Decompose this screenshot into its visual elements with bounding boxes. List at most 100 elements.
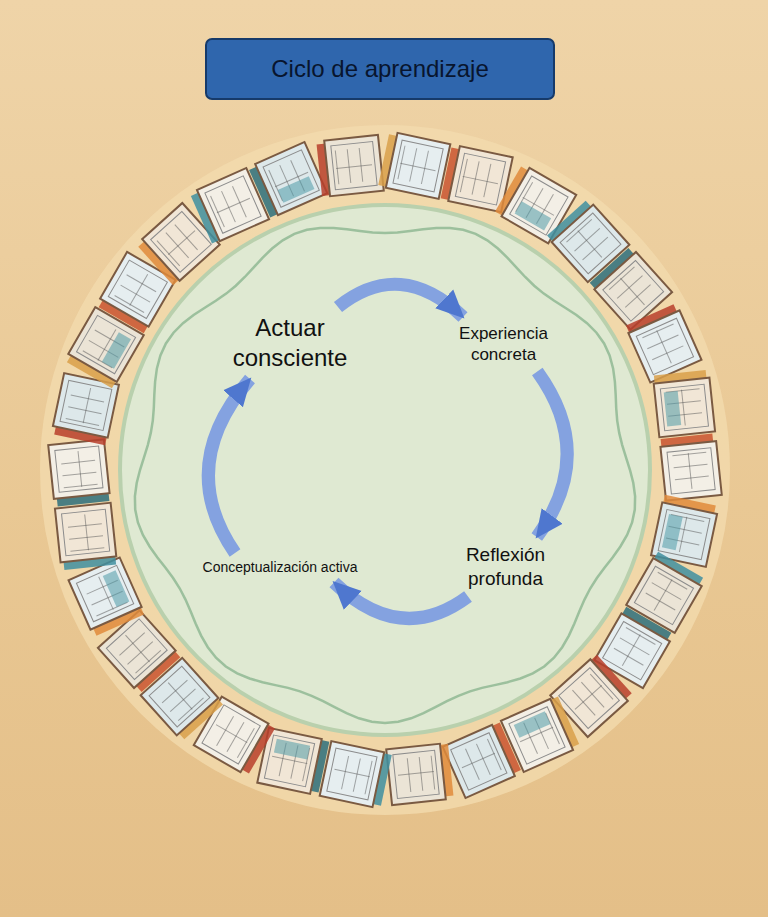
frame-inner [76, 565, 133, 621]
frame-border [69, 558, 142, 630]
frame-color-patch [515, 201, 551, 230]
picture-frame [386, 743, 454, 805]
sketch-line [365, 761, 372, 794]
frame-color-patch [662, 514, 683, 550]
sketch-line [460, 159, 467, 192]
sketch-line [398, 772, 434, 776]
sketch-line [69, 536, 103, 540]
sketch-line [115, 296, 144, 313]
sketch-line [222, 191, 236, 222]
picture-frame [48, 439, 110, 507]
frame-inner [451, 733, 507, 790]
frame-inner [76, 315, 135, 373]
picture-frame [660, 433, 722, 501]
sketch-line [620, 278, 644, 305]
outer-band [80, 165, 690, 775]
sketch-line [63, 472, 97, 476]
sketch-line [70, 548, 104, 552]
sketch-line [125, 635, 149, 662]
frame-inner [60, 380, 112, 430]
sketch-line [476, 744, 490, 775]
frame-inner [55, 446, 103, 492]
diagram-title: Ciclo de aprendizaje [271, 55, 488, 83]
sketch-line [578, 231, 602, 258]
frame-inner [393, 140, 443, 192]
frame-inner [667, 448, 715, 494]
sketch-line [78, 451, 82, 487]
sketch-line [335, 769, 370, 776]
frame-border [443, 725, 515, 798]
frame-inner [636, 318, 693, 374]
wavy-line [135, 228, 635, 723]
frame-inner [509, 707, 565, 764]
sketch-line [463, 176, 498, 183]
sketch-line [657, 330, 672, 363]
sketch-line [462, 753, 495, 768]
sketch-line [620, 638, 649, 655]
cycle-step: Reflexión profunda [443, 537, 568, 597]
sketch-line [232, 186, 246, 217]
sketch-line [487, 739, 501, 770]
sketch-line [168, 231, 195, 255]
sketch-line [216, 725, 247, 743]
frame-border [320, 741, 384, 807]
sketch-line [64, 484, 98, 488]
sketch-line [642, 324, 673, 338]
sketch-line [83, 388, 90, 423]
cycle-arrow [537, 372, 567, 538]
frame-inner [393, 750, 439, 798]
sketch-line [646, 593, 675, 610]
inner-circle [120, 205, 650, 735]
sketch-line [688, 453, 692, 489]
frame-inner [634, 566, 693, 624]
frame-border [660, 441, 721, 501]
picture-frames [48, 131, 722, 808]
sketch-line [121, 285, 150, 302]
frame-inner [264, 735, 314, 787]
sketch-line [431, 756, 435, 790]
sketch-line [359, 148, 363, 182]
frame-inner [658, 509, 710, 559]
cycle-step: Actuar consciente [210, 307, 370, 379]
frame-inner [263, 150, 319, 207]
frame-inner [603, 260, 664, 321]
frame-border [628, 310, 701, 382]
cycle-step: Experiencia concreta [436, 317, 571, 372]
frame-inner [331, 142, 377, 190]
sketch-line [336, 165, 372, 169]
sketch-line [127, 275, 156, 292]
sketch-line [211, 196, 225, 227]
cycle-step: Conceptualización activa [190, 553, 370, 583]
sketch-line [66, 419, 99, 426]
frame-inner [62, 509, 110, 555]
sketch-line [61, 460, 95, 464]
sketch-line [237, 728, 254, 757]
picture-frame [625, 303, 701, 382]
sketch-line [407, 758, 411, 792]
sketch-line [85, 515, 89, 551]
sketch-line [227, 722, 244, 751]
title-banner: Ciclo de aprendizaje [205, 38, 555, 100]
frame-color-patch [278, 176, 315, 203]
picture-frame [55, 503, 117, 571]
frame-color-patch [102, 332, 131, 368]
picture-frame [378, 131, 450, 199]
cycle-arrow [338, 284, 463, 317]
frame-color-patch [103, 570, 130, 607]
sketch-line [614, 648, 643, 665]
frame-border [324, 135, 384, 196]
frame-border [48, 439, 109, 499]
frame-border [55, 503, 116, 563]
sketch-line [217, 716, 234, 745]
step-label: Actuar consciente [216, 313, 364, 373]
frame-border [255, 142, 327, 215]
picture-frame [443, 722, 522, 798]
frame-inner [455, 153, 505, 205]
step-label: Conceptualización activa [196, 559, 364, 577]
frame-inner [660, 384, 708, 430]
sketch-line [654, 579, 672, 610]
sketch-line [658, 572, 687, 589]
picture-frame [69, 558, 145, 637]
frame-border [386, 744, 446, 805]
